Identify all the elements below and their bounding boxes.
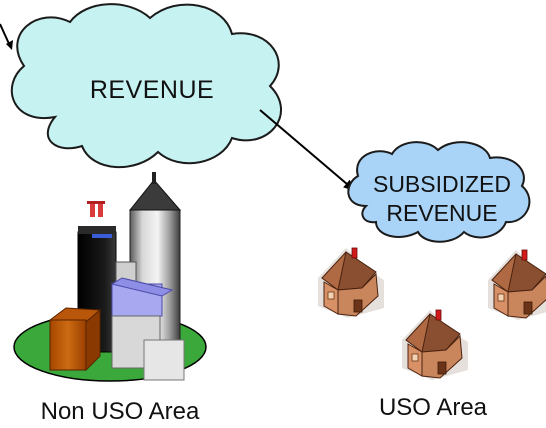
house-icon: [317, 247, 385, 319]
subsidy-arrow: [259, 109, 356, 192]
offscreen-arrow-fragment: [0, 23, 13, 50]
city-buildings-icon: [13, 172, 207, 382]
subsidized-revenue-cloud: [347, 141, 531, 243]
subsidized-line-1: SUBSIDIZED: [372, 171, 512, 197]
uso-area-label: USO Area: [378, 394, 488, 421]
subsidized-line-2: REVENUE: [386, 200, 498, 226]
house-icon: [401, 309, 469, 381]
subsidized-revenue-label: SUBSIDIZED REVENUE: [354, 170, 530, 228]
house-icon: [487, 249, 546, 321]
revenue-label: REVENUE: [89, 76, 215, 104]
non-uso-area-label: Non USO Area: [40, 398, 200, 425]
revenue-cloud: [10, 3, 282, 169]
